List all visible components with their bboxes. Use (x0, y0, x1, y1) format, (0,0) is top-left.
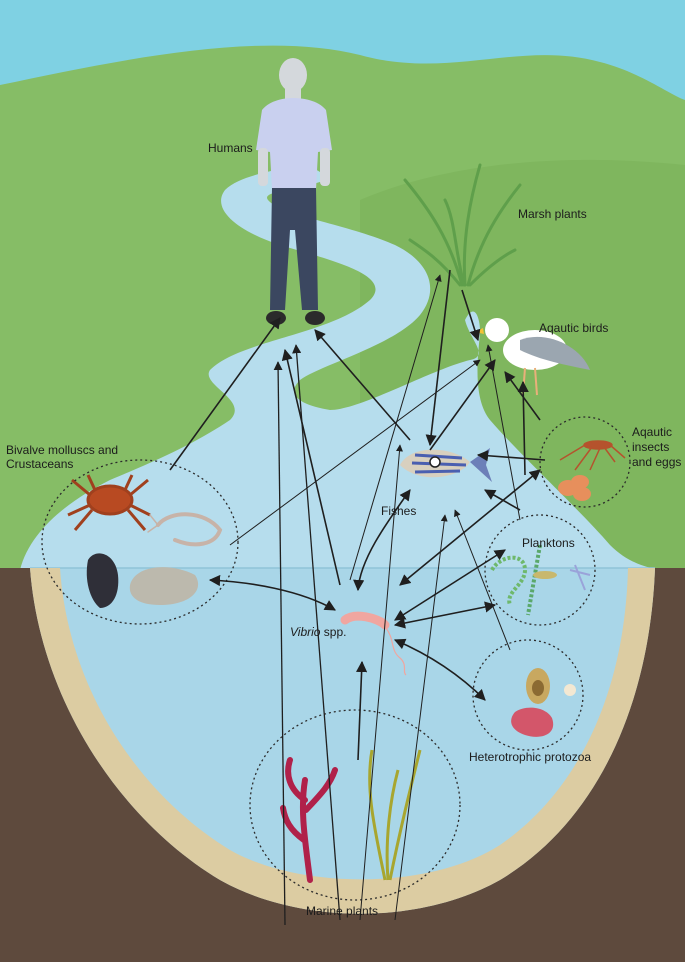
label-aquatic-insects-line3: and eggs (632, 455, 681, 469)
label-vibrio-italic: Vibrio (290, 625, 321, 639)
label-humans: Humans (208, 141, 253, 155)
label-heterotrophic-protozoa: Heterotrophic protozoa (469, 750, 591, 764)
label-aquatic-insects-line1: Aqautic (632, 425, 672, 439)
label-planktons: Planktons (522, 536, 575, 550)
label-aquatic-birds: Aqautic birds (539, 321, 608, 335)
label-vibrio: Vibrio spp. (290, 625, 346, 639)
label-marsh-plants: Marsh plants (518, 207, 587, 221)
label-vibrio-rest: spp. (320, 625, 346, 639)
label-bivalves-line2: Crustaceans (6, 457, 73, 471)
label-marine-plants: Marine plants (306, 904, 378, 918)
label-bivalves-line1: Bivalve molluscs and (6, 443, 118, 457)
label-aquatic-insects-line2: insects (632, 440, 669, 454)
label-fishes: Fishes (381, 504, 416, 518)
